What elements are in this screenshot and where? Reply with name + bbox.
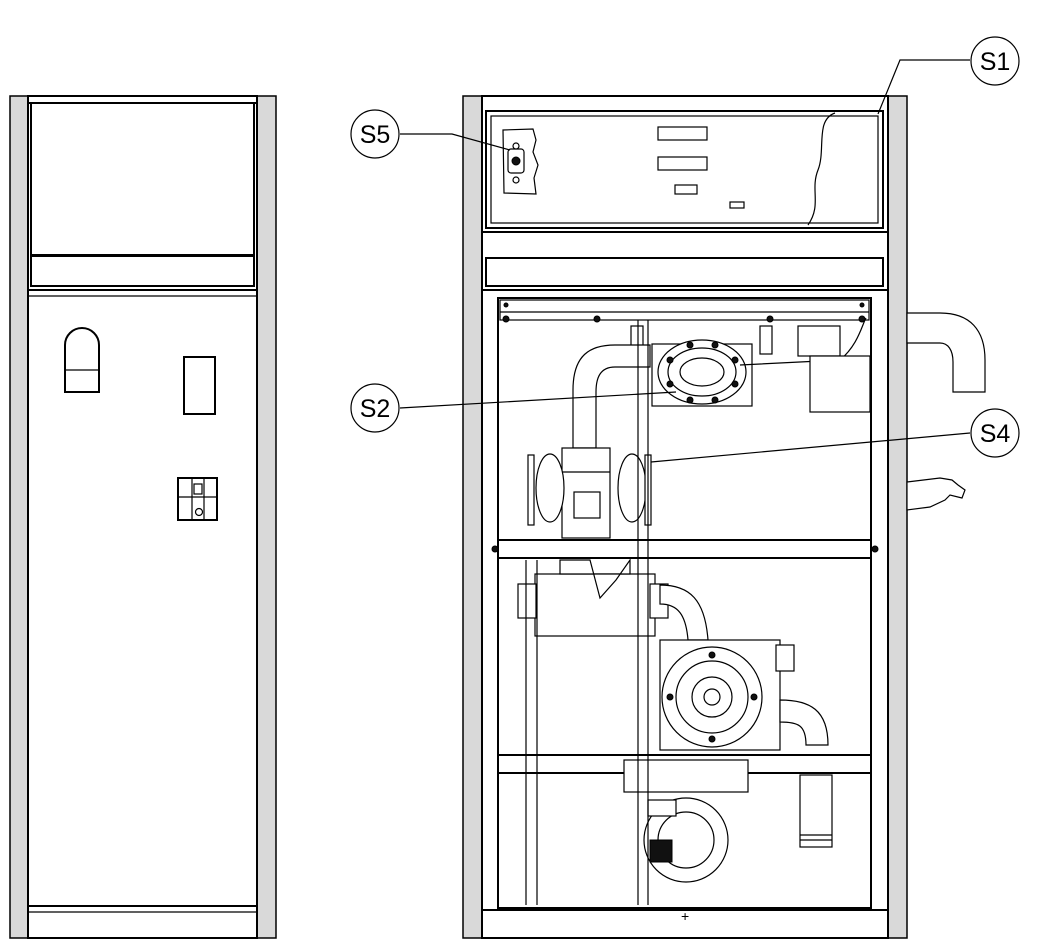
cabinet-body	[27, 95, 258, 939]
open-cabinet-view: +	[462, 95, 986, 939]
right-post	[256, 95, 277, 939]
callout-label: S4	[980, 420, 1011, 448]
callout-s5: S5	[350, 109, 511, 159]
meter	[527, 447, 652, 539]
display-window	[657, 126, 708, 141]
callout-label: S5	[360, 121, 391, 149]
nozzle-hook	[906, 477, 966, 511]
left-post	[462, 95, 483, 939]
display-housing	[30, 102, 255, 256]
callout-s1: S1	[877, 36, 1020, 115]
display-window	[674, 184, 698, 195]
door-lock	[177, 477, 218, 521]
switch-module	[502, 128, 539, 195]
left-post	[9, 95, 29, 939]
base-mark: +	[681, 908, 689, 924]
right-post	[887, 95, 908, 939]
solenoid-valve	[630, 325, 773, 407]
shelf	[497, 539, 872, 559]
control-box	[809, 355, 871, 413]
nozzle-holster	[64, 327, 100, 393]
side-window	[183, 356, 216, 415]
cutaway-line	[807, 112, 836, 226]
header-band	[485, 257, 884, 287]
junction-box	[797, 325, 841, 357]
callout-s2: S2	[350, 383, 677, 433]
motor	[623, 759, 833, 883]
pipe-upper	[572, 344, 651, 449]
callout-label: S1	[980, 48, 1011, 76]
pump	[659, 639, 829, 751]
separator	[517, 558, 669, 637]
display-window	[657, 156, 708, 171]
display-window	[729, 201, 745, 209]
closed-cabinet-view	[9, 95, 277, 939]
callout-label: S2	[360, 395, 391, 423]
header-band	[30, 255, 255, 287]
callout-s4: S4	[650, 408, 1020, 463]
hose-connection	[906, 312, 986, 393]
inner-frame	[497, 297, 872, 909]
